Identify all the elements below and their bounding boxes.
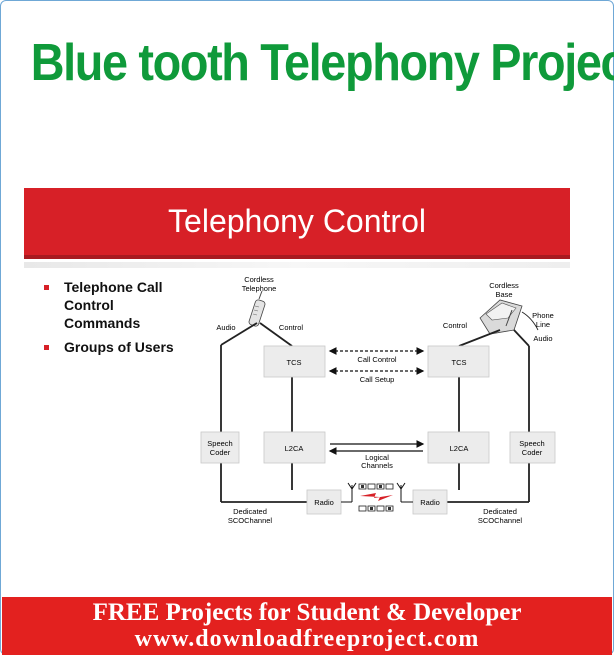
tcs-label: TCS [452,358,467,367]
wireless-link-icon [360,493,393,501]
footer-banner: FREE Projects for Student & Developer ww… [2,597,612,655]
bullet-text: Groups of Users [64,339,174,355]
right-device-label: Base [495,290,512,299]
left-device-label: Cordless [244,275,274,284]
logical-channels-label: Channels [361,461,393,470]
bullet-square-icon [44,285,49,290]
right-device-label: Cordless [489,281,519,290]
page-title: Blue tooth Telephony Project [30,34,614,92]
bullet-square-icon [44,345,49,350]
call-setup-label: Call Setup [360,375,395,384]
speech-coder-box-left: Speech Coder [200,431,240,464]
bullet-item: Telephone Call Control Commands [40,278,190,332]
logical-channels-label: Logical [365,453,389,462]
speech-coder-label: Coder [522,448,543,457]
speech-coder-label: Speech [519,439,544,448]
antenna-icon [396,482,413,503]
tcs-label: TCS [287,358,302,367]
phone-line-label: Line [536,320,550,329]
sco-channel-right-label: SCOChannel [478,516,523,525]
l2ca-label: L2CA [285,444,304,453]
radio-box-right: Radio [412,489,448,515]
l2ca-box-right: L2CA [427,431,490,464]
bullet-item: Groups of Users [40,338,190,356]
l2ca-label: L2CA [450,444,469,453]
left-device-label: Telephone [242,284,277,293]
speech-coder-box-right: Speech Coder [509,431,556,464]
control-right-label: Control [443,321,468,330]
cordless-base-icon [479,299,539,335]
radio-label: Radio [420,498,440,507]
tcs-box-right: TCS [427,345,490,378]
call-control-label: Call Control [357,355,397,364]
radio-box-left: Radio [306,489,342,515]
footer-tagline: FREE Projects for Student & Developer [92,599,522,626]
radio-packet-fill [361,485,391,510]
sco-channel-left-label: Dedicated [233,507,267,516]
tcs-box-left: TCS [263,345,326,378]
slide-title: Telephony Control [168,203,426,239]
antenna-icon [341,482,357,503]
cordless-telephone-icon [248,290,266,327]
speech-coder-label: Speech [207,439,232,448]
bullet-text: Telephone Call Control Commands [64,279,163,331]
sco-channel-left-label: SCOChannel [228,516,273,525]
slide-title-shadow [24,262,570,268]
speech-coder-label: Coder [210,448,231,457]
slide-title-banner: Telephony Control [24,188,570,259]
sco-channel-right-label: Dedicated [483,507,517,516]
radio-label: Radio [314,498,334,507]
call-control-arrows [328,347,425,375]
l2ca-box-left: L2CA [263,431,326,464]
connection-lines [220,322,530,503]
audio-left-label: Audio [216,323,235,332]
phone-line-label: Phone [532,311,554,320]
footer-url[interactable]: www.downloadfreeproject.com [134,626,480,652]
bullet-list: Telephone Call Control Commands Groups o… [40,278,190,362]
control-left-label: Control [279,323,304,332]
logical-channel-arrows [328,440,425,455]
audio-right-label: Audio [533,334,552,343]
